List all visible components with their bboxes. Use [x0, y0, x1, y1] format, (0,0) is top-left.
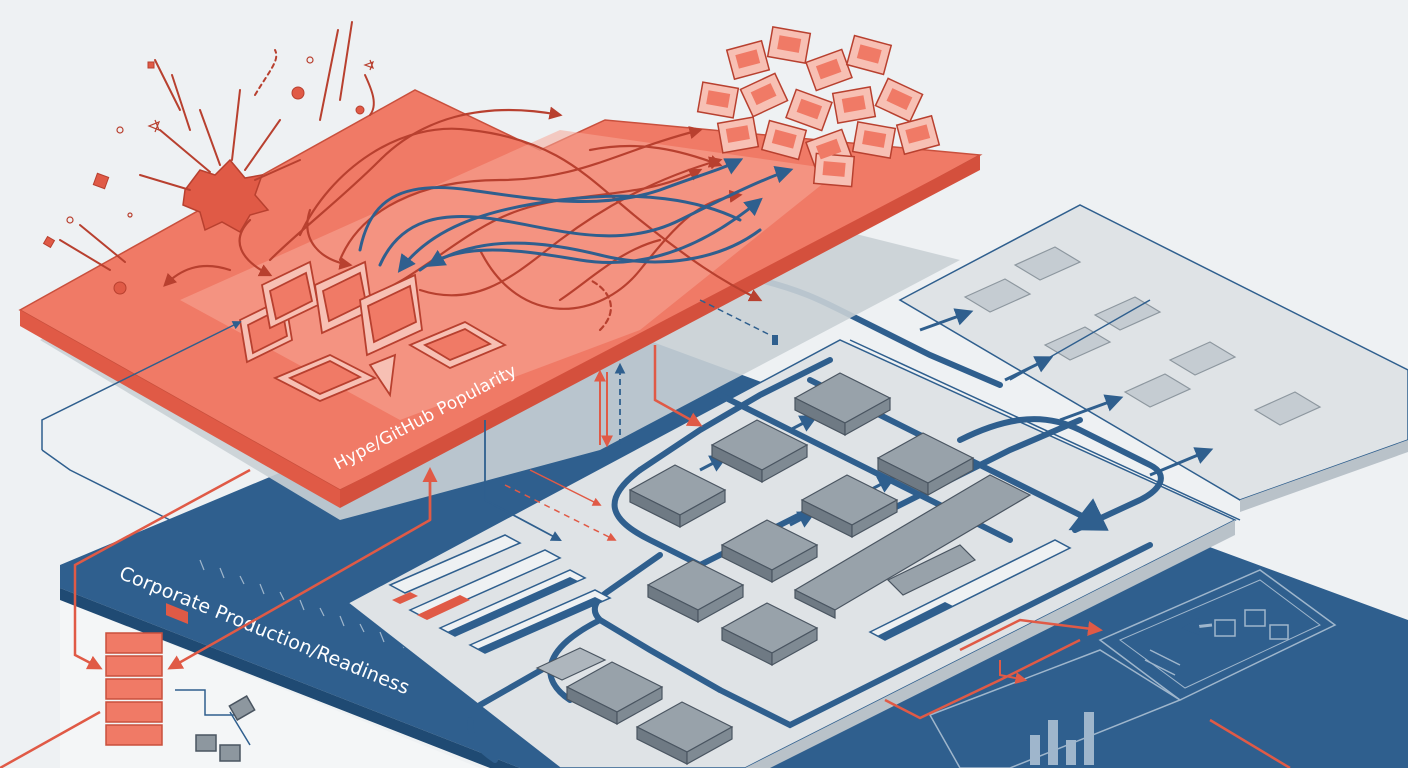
process-block [876, 432, 975, 497]
process-board-edge [745, 520, 1235, 768]
bottom-right-panels [928, 569, 1337, 768]
tangled-arrows [163, 106, 794, 332]
short-bar [886, 544, 977, 596]
process-block [793, 372, 892, 437]
small-block [535, 647, 607, 681]
process-block [628, 464, 727, 529]
process-block [710, 419, 809, 484]
hype-plane-edge-right [340, 155, 980, 508]
process-block [720, 602, 819, 667]
monitor-icon [260, 260, 320, 330]
stacked-blocks [105, 632, 163, 746]
long-bar [793, 474, 1032, 619]
process-block [646, 559, 745, 624]
process-blocks [535, 372, 1032, 766]
laptop-icon [407, 320, 508, 370]
process-board [346, 277, 1237, 768]
connectors [0, 299, 1291, 768]
progress-bars [388, 534, 1072, 654]
pin-icon [368, 353, 397, 398]
laptop-icon [272, 354, 378, 402]
process-block [565, 661, 664, 726]
mini-flowchart [175, 689, 256, 762]
corporate-plane-edge [60, 588, 520, 768]
document-pile [696, 26, 941, 188]
monitor-icon [359, 273, 423, 357]
monitor-icon [314, 260, 373, 335]
hype-plane-edge-left [20, 310, 340, 508]
process-block [635, 701, 734, 766]
device-cluster [239, 260, 508, 402]
process-block [800, 474, 899, 539]
corporate-plane-left-face [60, 600, 480, 768]
ruler-marker [166, 603, 188, 624]
process-block [720, 519, 819, 584]
hype-plane: Hype/GitHub Popularity [18, 21, 983, 520]
explosion-burst [42, 21, 375, 295]
output-panel [849, 204, 1408, 521]
output-documents [963, 246, 1322, 426]
